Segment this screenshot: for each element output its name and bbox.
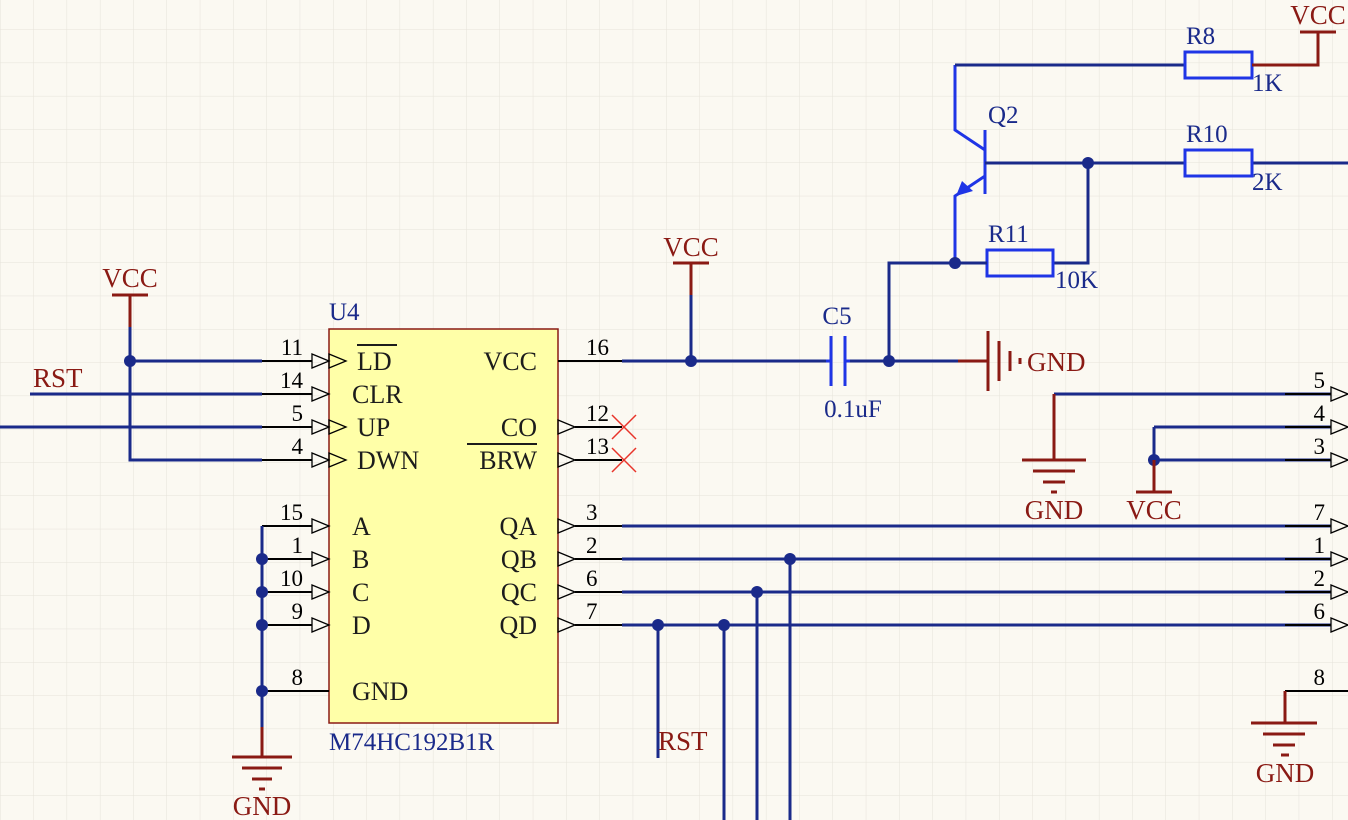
pin-name-brw: BRW xyxy=(479,446,537,475)
vcc-label-conn: VCC xyxy=(1126,495,1182,525)
pin-number-8: 8 xyxy=(292,665,304,690)
conn-pin-6: 6 xyxy=(1314,599,1326,624)
pin-name-ld: LD xyxy=(357,347,392,376)
transistor-q2[interactable]: Q2 xyxy=(953,65,1088,263)
u4-output-arrows xyxy=(557,419,577,633)
gnd-label-c5: GND xyxy=(1027,347,1086,377)
r11-designator: R11 xyxy=(988,221,1029,248)
u4-right-pins xyxy=(558,360,622,626)
pin-number-6: 6 xyxy=(586,566,598,591)
pin-number-10: 10 xyxy=(280,566,303,591)
no-connect-markers xyxy=(611,414,637,473)
pin-name-dwn: DWN xyxy=(357,446,419,475)
pin-number-7: 7 xyxy=(586,599,598,624)
gnd-symbol-bottom-left: GND xyxy=(232,727,292,820)
vcc-net-wires xyxy=(622,261,958,363)
q2-designator: Q2 xyxy=(988,102,1019,129)
pin-name-a: A xyxy=(352,512,371,541)
vcc-symbol-left: VCC xyxy=(102,263,158,327)
conn-pin-8: 8 xyxy=(1314,665,1326,690)
gnd-label-conn-upper: GND xyxy=(1025,495,1084,525)
pin-name-gnd: GND xyxy=(352,677,408,706)
u4-input-arrows xyxy=(311,353,348,633)
r8-value: 1K xyxy=(1252,70,1283,97)
vcc-label-top-right: VCC xyxy=(1290,0,1346,30)
pin-name-d: D xyxy=(352,611,371,640)
pin-name-co: CO xyxy=(501,413,537,442)
pin-number-14: 14 xyxy=(280,368,304,393)
u4-part-number: M74HC192B1R xyxy=(329,729,495,756)
q2-network-wires xyxy=(955,63,1348,265)
conn-pin-3: 3 xyxy=(1314,434,1326,459)
pin-name-clr: CLR xyxy=(352,380,403,409)
c5-designator: C5 xyxy=(822,303,851,330)
pin-name-up: UP xyxy=(357,413,390,442)
r10-designator: R10 xyxy=(1186,121,1228,148)
resistor-r8[interactable]: R8 1K xyxy=(1183,23,1320,97)
pin-number-11: 11 xyxy=(281,335,303,360)
pin-name-qb: QB xyxy=(501,545,537,574)
conn-pin-4: 4 xyxy=(1314,401,1326,426)
gnd-label-conn-lower: GND xyxy=(1256,758,1315,788)
pin-number-3: 3 xyxy=(586,500,598,525)
pin-number-4: 4 xyxy=(292,434,304,459)
resistor-r11[interactable]: R11 10K xyxy=(955,221,1098,294)
capacitor-c5[interactable]: C5 0.1uF xyxy=(822,303,881,423)
pin-number-12: 12 xyxy=(586,401,609,426)
right-connector-arrows xyxy=(1330,386,1348,633)
gnd-label-bottom-left: GND xyxy=(233,791,292,820)
gnd-symbol-conn-lower: GND xyxy=(1251,691,1317,788)
pin-number-15: 15 xyxy=(280,500,303,525)
vcc-label-mid: VCC xyxy=(663,232,719,262)
conn-pin-5: 5 xyxy=(1314,368,1326,393)
r8-designator: R8 xyxy=(1186,23,1215,50)
vcc-symbol-mid: VCC xyxy=(663,232,719,295)
u4-designator: U4 xyxy=(329,299,360,326)
vcc-symbol-top-right: VCC xyxy=(1290,0,1346,34)
conn-pin-1: 1 xyxy=(1314,533,1326,558)
gnd-symbol-conn-upper: GND xyxy=(1022,394,1086,525)
pin-name-c: C xyxy=(352,578,369,607)
pin-number-9: 9 xyxy=(292,599,304,624)
output-bus-wires xyxy=(622,524,1331,820)
vcc-symbol-conn: VCC xyxy=(1126,460,1182,525)
r11-value: 10K xyxy=(1055,267,1098,294)
pin-name-qd: QD xyxy=(499,611,537,640)
pin-number-13: 13 xyxy=(586,434,609,459)
pin-name-b: B xyxy=(352,545,369,574)
pin-number-16: 16 xyxy=(586,335,609,360)
gnd-symbol-c5: GND xyxy=(958,331,1086,391)
vcc-label-left: VCC xyxy=(102,263,158,293)
pin-name-qa: QA xyxy=(499,512,537,541)
c5-value: 0.1uF xyxy=(824,396,882,423)
u4-body[interactable] xyxy=(328,328,559,724)
output-bus-junctions xyxy=(652,553,796,631)
conn-pin-2: 2 xyxy=(1314,566,1326,591)
pin-number-1: 1 xyxy=(292,533,304,558)
pin-name-vcc: VCC xyxy=(484,347,537,376)
r10-value: 2K xyxy=(1252,169,1283,196)
u4-left-pins xyxy=(262,360,329,692)
pin-number-2: 2 xyxy=(586,533,598,558)
conn-pin-7: 7 xyxy=(1314,500,1326,525)
resistor-r10[interactable]: R10 2K xyxy=(1183,121,1283,196)
rst-net-label-bottom: RST xyxy=(658,726,708,756)
pin-number-5: 5 xyxy=(292,401,304,426)
left-junctions xyxy=(124,355,268,697)
vcc-net-junctions xyxy=(685,355,895,367)
rst-net-label-left: RST xyxy=(33,363,83,393)
pin-name-qc: QC xyxy=(501,578,537,607)
